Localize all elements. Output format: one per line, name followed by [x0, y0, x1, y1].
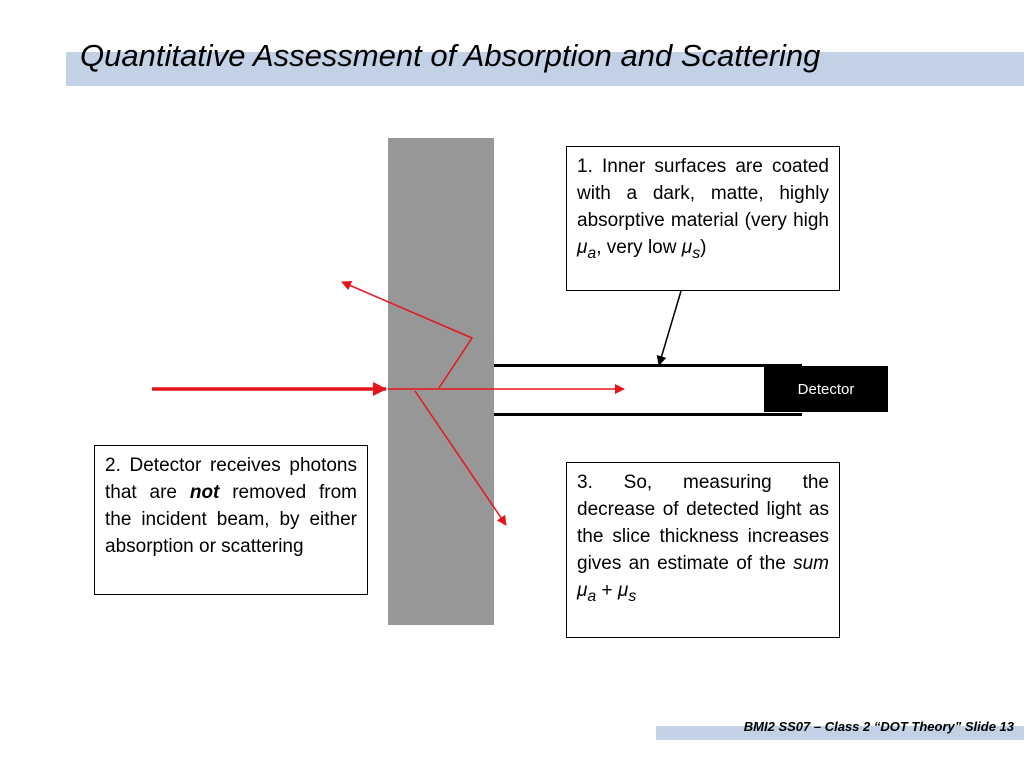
- title-bar: [66, 52, 1024, 86]
- slide-footer: BMI2 SS07 – Class 2 “DOT Theory” Slide 1…: [743, 719, 1014, 734]
- callout-pointer-arrow: [656, 290, 682, 366]
- detector-label: Detector: [797, 380, 855, 398]
- backscatter-path-arrow: [341, 280, 474, 389]
- note-measuring-decrease: 3. So, measuring the decrease of detecte…: [566, 462, 840, 638]
- tissue-slice: [388, 138, 494, 625]
- detector-box: Detector: [764, 366, 888, 412]
- note-inner-surfaces: 1. Inner surfaces are coated with a dark…: [566, 146, 840, 291]
- detector-tube: [494, 364, 802, 416]
- footer-bar: [656, 726, 1024, 740]
- note-detector-receives: 2. Detector receives photons that are no…: [94, 445, 368, 595]
- forward-scatter-arrow: [414, 390, 507, 526]
- page-title: Quantitative Assessment of Absorption an…: [80, 38, 821, 73]
